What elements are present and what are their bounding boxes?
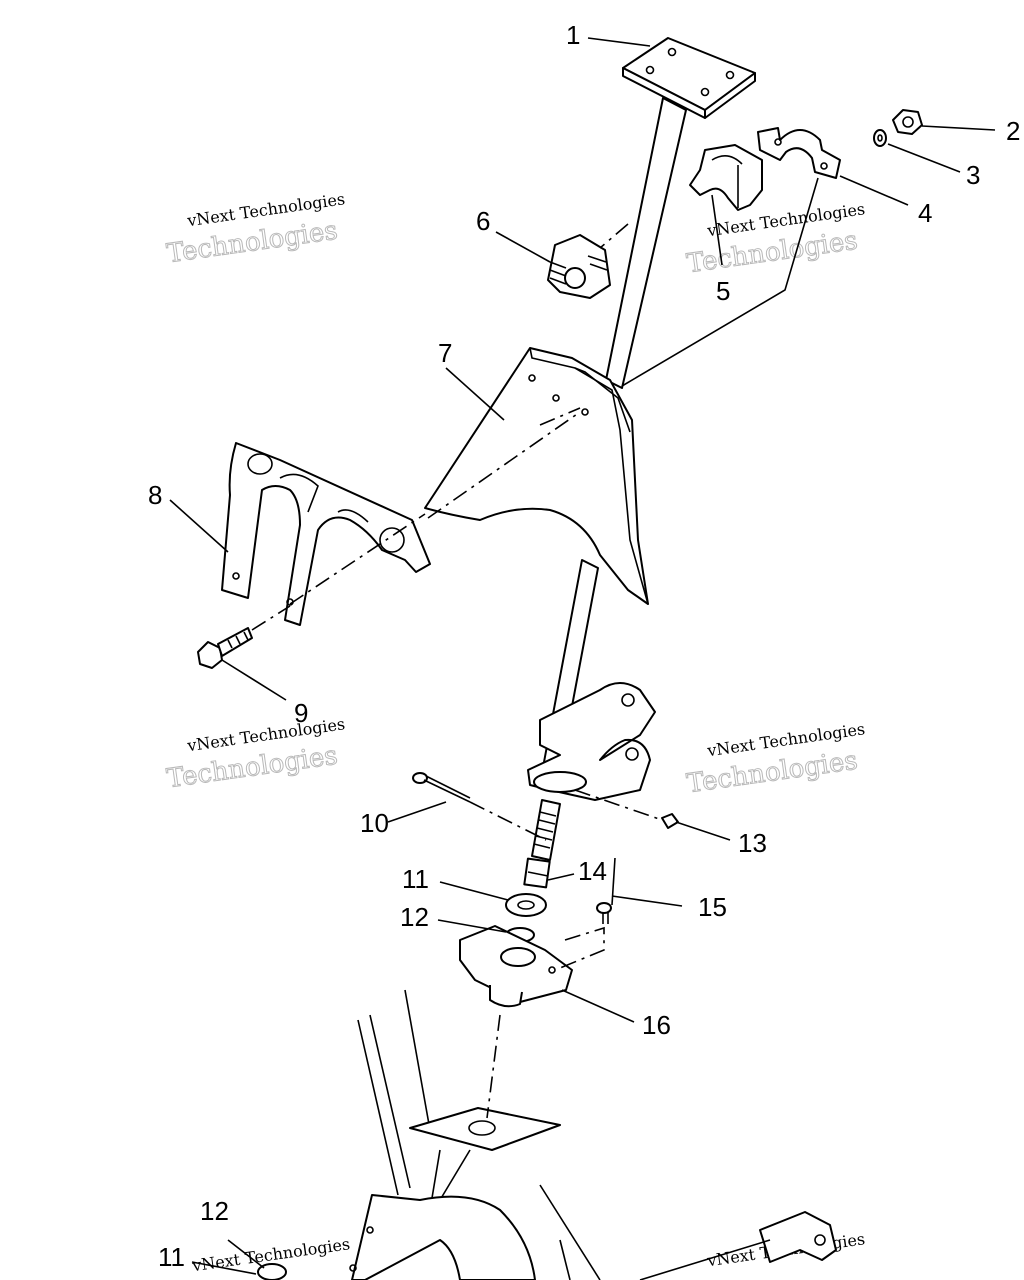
part-15-rivet — [596, 902, 612, 924]
part-6-ribbed-bushing — [547, 234, 611, 299]
watermark-group: vNext Technologies Technologies vNext Te… — [164, 189, 866, 1275]
part-16-bearing-block — [459, 925, 573, 1008]
callout-10: 10 — [360, 808, 389, 838]
callout-1: 1 — [566, 20, 580, 50]
callout-7: 7 — [438, 338, 452, 368]
callout-12-lower: 12 — [200, 1196, 229, 1226]
callout-9: 9 — [294, 698, 308, 728]
callout-3: 3 — [966, 160, 980, 190]
part-2-nut — [892, 109, 923, 135]
part-8-bracket — [221, 442, 431, 626]
callout-14: 14 — [578, 856, 607, 886]
part-1-steering-plate-and-shaft — [605, 37, 756, 389]
callout-12: 12 — [400, 902, 429, 932]
callout-5: 5 — [716, 276, 730, 306]
callout-11: 11 — [402, 864, 429, 894]
part-13-small-bolt — [661, 813, 679, 829]
callout-6: 6 — [476, 206, 490, 236]
callout-labels: 1 2 3 4 5 6 7 8 9 10 11 12 13 14 15 16 1… — [148, 20, 1020, 1272]
part-10-cotter-pin — [412, 772, 471, 803]
part-9-bolt — [197, 627, 253, 669]
callout-11-lower: 11 — [158, 1242, 185, 1272]
part-14-splined-coupler — [523, 799, 561, 889]
lower-frame — [257, 989, 837, 1280]
part-3-washer — [873, 129, 887, 147]
watermark: vNext Technologies Technologies — [684, 719, 866, 800]
part-11-thrust-washer — [505, 893, 547, 917]
watermark: vNext Technologies Technologies — [164, 714, 346, 795]
part-4-clamp — [757, 127, 841, 179]
callout-8: 8 — [148, 480, 162, 510]
steering-arm — [527, 682, 656, 801]
callout-15: 15 — [698, 892, 727, 922]
callout-13: 13 — [738, 828, 767, 858]
callout-2: 2 — [1006, 116, 1020, 146]
callout-16: 16 — [642, 1010, 671, 1040]
part-5-upper-bushing — [689, 144, 763, 211]
callout-4: 4 — [918, 198, 932, 228]
watermark: vNext Technologies Technologies — [164, 189, 346, 270]
leader-lines — [169, 37, 996, 1275]
frame-support-plate — [424, 347, 649, 605]
watermark: vNext Technologies Technologies — [684, 199, 866, 280]
assembly-centerlines — [251, 223, 663, 1119]
